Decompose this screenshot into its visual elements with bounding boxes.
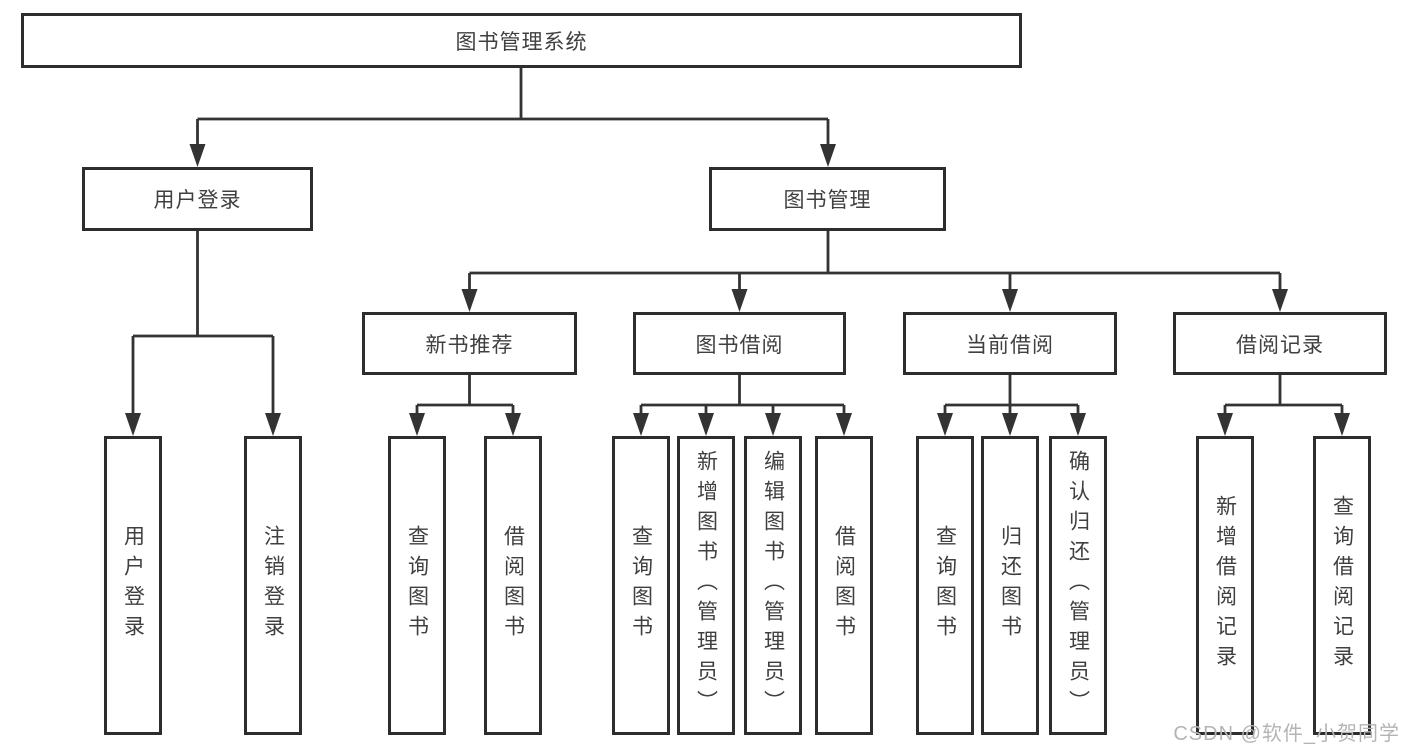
leaf-records-add-label: 新增借阅记录 (1213, 495, 1237, 676)
connector-book-borrow-split (639, 375, 846, 420)
arrowhead-current-borrow (1002, 289, 1018, 312)
leaf-records-add: 新增借阅记录 (1196, 436, 1254, 735)
connector-root-split (196, 68, 830, 150)
arrowhead-borrow-add (698, 413, 714, 436)
connector-user-login-split (131, 231, 275, 420)
arrowhead-new-book-rec (461, 289, 478, 312)
leaf-logout-label: 注销登录 (261, 525, 285, 646)
node-book-mgmt-group: 图书管理 (709, 167, 946, 231)
leaf-borrow-borrow-books-label: 借阅图书 (832, 525, 856, 646)
node-user-login-group-label: 用户登录 (153, 189, 242, 212)
leaf-borrow-borrow-books: 借阅图书 (815, 436, 873, 735)
node-book-mgmt-group-label: 图书管理 (783, 189, 872, 212)
leaf-current-return-books: 归还图书 (981, 436, 1039, 735)
node-root-label: 图书管理系统 (455, 30, 588, 54)
arrowhead-records-query (1334, 413, 1350, 436)
arrowhead-records-add (1217, 413, 1233, 436)
leaf-records-query: 查询借阅记录 (1313, 436, 1371, 735)
arrowhead-current-query (937, 413, 953, 436)
leaf-rec-query-books: 查询图书 (388, 436, 446, 735)
leaf-current-confirm-return-label: 确认归还（管理员） (1066, 450, 1090, 721)
arrowhead-leaf-user-login (125, 413, 141, 436)
leaf-current-return-books-label: 归还图书 (998, 525, 1022, 646)
arrowhead-borrow-query (633, 413, 649, 436)
leaf-borrow-add-books-label: 新增图书（管理员） (694, 450, 718, 721)
arrowhead-rec-borrow (505, 413, 521, 436)
arrowhead-current-return (1002, 413, 1018, 436)
leaf-user-login-label: 用户登录 (121, 525, 145, 646)
leaf-borrow-add-books: 新增图书（管理员） (677, 436, 735, 735)
leaf-borrow-edit-books: 编辑图书（管理员） (744, 436, 802, 735)
leaf-current-confirm-return: 确认归还（管理员） (1049, 436, 1107, 735)
node-current-borrow-label: 当前借阅 (966, 333, 1054, 357)
leaf-borrow-edit-books-label: 编辑图书（管理员） (761, 450, 785, 721)
arrowhead-borrow-records (1272, 289, 1288, 312)
leaf-records-query-label: 查询借阅记录 (1330, 495, 1354, 676)
leaf-logout: 注销登录 (244, 436, 302, 735)
node-book-borrow: 图书借阅 (633, 312, 846, 375)
connector-book-mgmt-split (468, 231, 1282, 296)
connector-new-book-rec-split (415, 375, 515, 420)
leaf-current-query-books-label: 查询图书 (933, 525, 957, 646)
node-borrow-records-label: 借阅记录 (1236, 333, 1324, 357)
arrowhead-borrow-borrow (836, 413, 852, 436)
connector-current-borrow-split (943, 375, 1080, 420)
node-new-book-rec-label: 新书推荐 (425, 333, 514, 357)
leaf-user-login: 用户登录 (104, 436, 162, 735)
node-book-borrow-label: 图书借阅 (695, 333, 784, 357)
node-user-login-group: 用户登录 (82, 167, 313, 231)
leaf-rec-borrow-books: 借阅图书 (484, 436, 542, 735)
arrowhead-borrow-edit (765, 413, 781, 436)
leaf-current-query-books: 查询图书 (916, 436, 974, 735)
node-root: 图书管理系统 (21, 13, 1022, 68)
leaf-rec-query-books-label: 查询图书 (405, 525, 429, 646)
leaf-borrow-query-books-label: 查询图书 (629, 525, 653, 646)
node-new-book-rec: 新书推荐 (362, 312, 577, 375)
arrowhead-leaf-logout (265, 413, 281, 436)
arrowhead-user-login (189, 144, 206, 167)
csdn-watermark: CSDN @软件_小贺同学 (1173, 723, 1400, 745)
arrowhead-book-mgmt (820, 144, 836, 167)
leaf-rec-borrow-books-label: 借阅图书 (501, 525, 525, 646)
arrowhead-current-confirm (1070, 413, 1086, 436)
node-current-borrow: 当前借阅 (903, 312, 1117, 375)
leaf-borrow-query-books: 查询图书 (612, 436, 670, 735)
arrowhead-rec-query (409, 413, 425, 436)
node-borrow-records: 借阅记录 (1173, 312, 1387, 375)
connector-borrow-records-split (1223, 375, 1344, 420)
arrowhead-book-borrow (731, 289, 748, 312)
